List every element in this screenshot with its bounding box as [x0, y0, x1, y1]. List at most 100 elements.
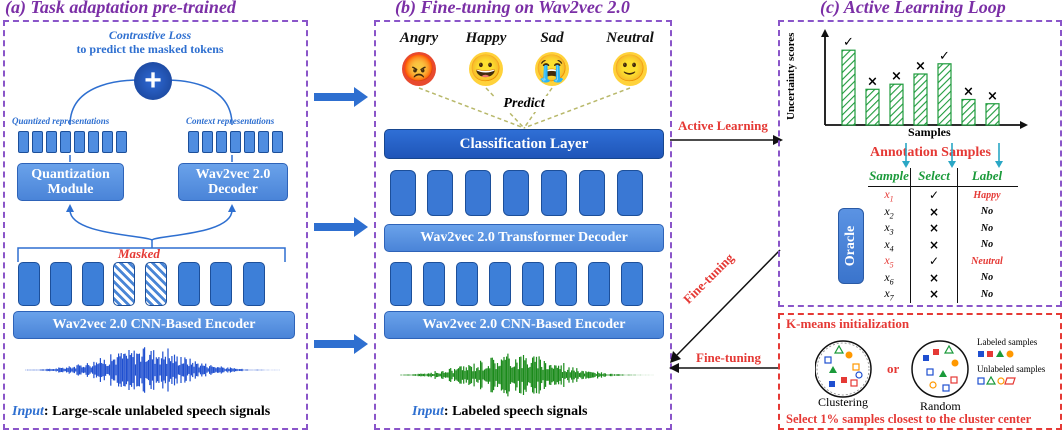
uncertainty-bar — [937, 63, 952, 126]
row-label: No — [980, 288, 994, 300]
row-select: ✓ — [910, 253, 958, 270]
row-select: ✓ — [910, 187, 958, 204]
row-label: No — [980, 272, 994, 284]
annotation-arrows — [902, 143, 1003, 168]
kmeans-title: K-means initialization — [786, 316, 910, 331]
input-text-a: : Large-scale unlabeled speech signals — [43, 404, 271, 419]
row-label: No — [980, 239, 994, 251]
quantization-module-box: Quantization Module — [17, 163, 124, 201]
clustering-circle — [815, 340, 872, 398]
loop-arrows — [669, 135, 783, 373]
cnn-encoder-box-b: Wav2vec 2.0 CNN-Based Encoder — [384, 311, 664, 339]
bar-mark: × — [867, 74, 878, 89]
annotation-row: x6 × No — [868, 269, 1018, 286]
uncertainty-bar — [889, 83, 904, 126]
waveform-b — [400, 353, 655, 397]
decoder-box: Wav2vec 2.0 Decoder — [178, 163, 288, 201]
annotation-row: x1 ✓ Happy — [868, 187, 1018, 204]
cnn-encoder-box-a: Wav2vec 2.0 CNN-Based Encoder — [13, 311, 295, 339]
or-label: or — [887, 361, 900, 376]
kmeans-illustration — [815, 340, 1016, 398]
bar-mark: × — [915, 59, 926, 74]
row-select: × — [910, 269, 958, 286]
context-representations-label: Context representations — [186, 116, 275, 126]
row-select: × — [910, 220, 958, 237]
annotation-row: x3×No — [868, 220, 1018, 237]
col-label-header: Label — [971, 168, 1003, 183]
panel-b-frame — [374, 20, 672, 430]
fine-tuning-label: Fine-tuning — [696, 350, 762, 365]
uncertainty-bar — [913, 73, 928, 126]
panel-b-title: (b) Fine-tuning on Wav2vec 2.0 — [395, 0, 630, 17]
uncertainty-bar — [865, 88, 880, 126]
predict-masked-label: to predict the masked tokens — [76, 42, 224, 56]
oracle-box: Oracle — [838, 208, 864, 284]
waveform-a — [25, 347, 280, 393]
chart-y-label: Uncertainty scores — [785, 32, 797, 120]
col-sample-header: Sample — [869, 168, 909, 183]
row-label: Neutral — [971, 255, 1003, 267]
emotion-label-happy: Happy — [465, 30, 507, 46]
panel-a-title: (a) Task adaptation pre-trained — [5, 0, 236, 17]
random-label: Random — [920, 399, 961, 413]
row-label: No — [980, 222, 994, 234]
transformer-decoder-box: Wav2vec 2.0 Transformer Decoder — [384, 224, 664, 252]
panel-a-frame — [3, 20, 308, 430]
input-label-b: Input: Labeled speech signals — [412, 404, 587, 420]
row-label: Happy — [973, 189, 1001, 201]
annotation-row: x2 × No — [868, 203, 1018, 220]
panel-a-connectors — [17, 79, 286, 262]
col-select-header: Select — [910, 168, 958, 186]
row-sample: x7 — [884, 286, 894, 303]
bar-mark: × — [891, 69, 902, 84]
row-sample: x6 — [884, 269, 894, 286]
neutral-emoji-icon: 🙂 — [613, 52, 647, 86]
annotation-samples-title: Annotation Samples — [870, 145, 991, 160]
labeled-samples-label: Labeled samples — [977, 337, 1038, 347]
kmeans-frame — [778, 313, 1062, 430]
unlabeled-samples-label: Unlabeled samples — [977, 364, 1046, 374]
plus-sign: + — [144, 64, 162, 97]
classification-layer-box: Classification Layer — [384, 129, 664, 159]
sad-emoji-icon: 😭 — [535, 52, 569, 86]
bar-mark: × — [963, 85, 974, 100]
bar-mark: ✓ — [843, 35, 854, 50]
annotation-row: x5✓Neutral — [868, 253, 1018, 270]
annotation-table-header: Sample Select Label — [868, 168, 1018, 187]
row-select: × — [910, 236, 958, 253]
uncertainty-bar — [985, 103, 1000, 126]
input-text-b: : Labeled speech signals — [443, 404, 588, 419]
uncertainty-chart: ✓ × × × ✓ × × — [821, 29, 1028, 129]
plus-circle: + — [134, 62, 172, 100]
random-circle — [911, 340, 969, 398]
panel-c-title: (c) Active Learning Loop — [820, 0, 1006, 17]
row-sample: x1 — [884, 187, 894, 204]
annotation-row: x4 × No — [868, 236, 1018, 253]
annotation-row: x7 × No — [868, 286, 1018, 303]
quantized-representations-label: Quantized representations — [12, 116, 110, 126]
panel-c-frame — [778, 20, 1062, 307]
clustering-label: Clustering — [818, 395, 868, 409]
masked-label: Masked — [118, 246, 160, 261]
row-select: × — [910, 203, 958, 220]
uncertainty-bar — [961, 98, 976, 126]
bar-mark: ✓ — [939, 49, 950, 64]
row-select: × — [910, 286, 958, 303]
bar-mark: × — [987, 89, 998, 104]
oracle-label: Oracle — [843, 225, 859, 267]
uncertainty-bar — [841, 49, 856, 126]
chart-x-label: Samples — [908, 125, 951, 139]
select-percent-text: Select 1% samples closest to the cluster… — [786, 412, 1032, 426]
happy-emoji-icon: 😀 — [469, 52, 503, 86]
input-prefix-a: Input — [12, 404, 44, 419]
row-sample: x4 — [884, 236, 894, 253]
contrastive-loss-label: Contrastive Loss — [108, 28, 192, 42]
row-label: No — [980, 206, 994, 218]
emotion-label-sad: Sad — [540, 30, 564, 46]
input-prefix-b: Input — [412, 404, 444, 419]
row-sample: x2 — [884, 203, 894, 220]
emotion-label-neutral: Neutral — [606, 30, 654, 46]
angry-emoji-icon: 😡 — [402, 52, 436, 86]
active-learning-label: Active Learning — [678, 118, 768, 133]
